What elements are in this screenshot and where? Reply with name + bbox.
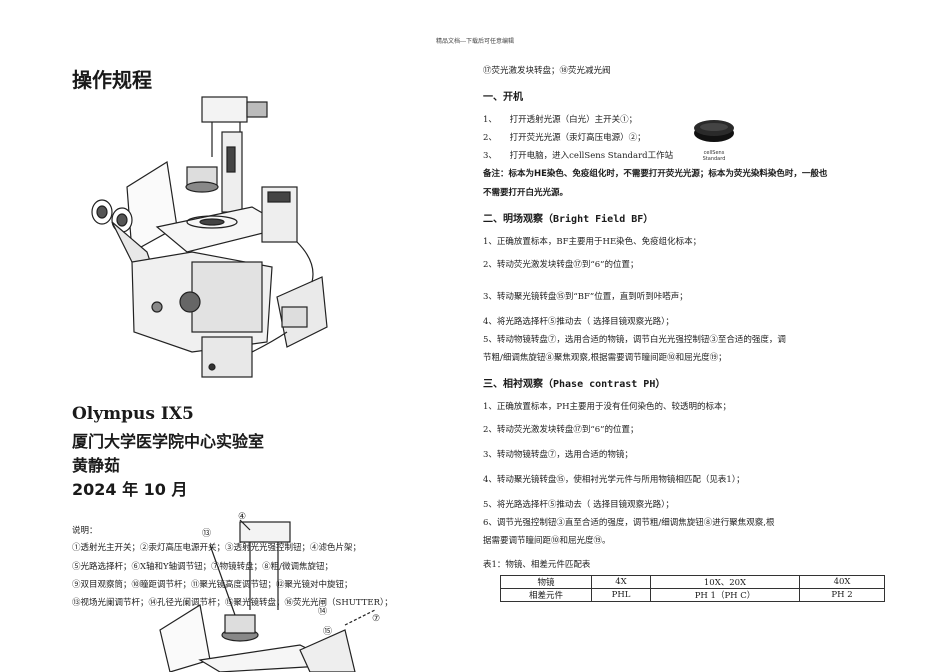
table-row: 相差元件 PHL PH 1（PH C） PH 2 (500, 588, 885, 602)
note-line: 不需要打开白光光源。 (483, 188, 569, 198)
objective-phase-table: 物镜 4X 10X、20X 40X 相差元件 PHL PH 1（PH C） PH… (500, 575, 885, 602)
callout-label: ⑭ (318, 607, 328, 617)
list-item: 4、转动聚光镜转盘⑮，使相衬光学元件与所用物镜相匹配（见表1）； (483, 475, 745, 485)
list-item: 6、调节光强控制钮③直至合适的强度，调节粗/细调焦旋钮⑧进行聚焦观察,根 (483, 518, 775, 528)
section-heading-power-on: 一、开机 (483, 92, 523, 103)
list-item: 5、转动物镜转盘⑦，选用合适的物镜，调节白光光强控制钮③至合适的强度，调 (483, 335, 786, 345)
legend-line: ⑬视场光阑调节杆；⑭孔径光阑调节杆；⑮聚光镜转盘；⑯荧光光闸（SHUTTER）； (72, 598, 393, 608)
legend-heading: 说明： (72, 526, 98, 536)
list-item: 据需要调节瞳间距⑩和屈光度⑲。 (483, 536, 611, 546)
legend-line: ①透射光主开关；②汞灯高压电源开关；③透射光光强控制钮；④滤色片架； (72, 543, 362, 553)
table-caption: 表1：物镜、相差元件匹配表 (483, 560, 591, 570)
list-item: 2、 打开荧光光源（汞灯高压电源）②； (483, 133, 646, 143)
list-item: 1、 打开透射光源（白光）主开关①； (483, 115, 638, 125)
callout-label: ⑬ (202, 529, 212, 539)
model-name: Olympus IX5 (72, 404, 194, 424)
list-item: 节粗/细调焦旋钮⑧聚焦观察,根据需要调节瞳间距⑩和屈光度⑲； (483, 353, 727, 363)
legend-line: ⑨双目观察筒；⑩瞳距调节杆；⑪聚光镜高度调节钮；⑫聚光镜对中旋钮； (72, 580, 353, 590)
right-top-line: ⑰荧光激发块转盘；⑱荧光减光阀 (483, 66, 611, 76)
list-item: 5、将光路选择杆⑤推动去（ 选择目镜观察光路）； (483, 500, 674, 510)
table-cell: 相差元件 (500, 588, 592, 602)
cellsens-app-icon[interactable]: cellSens Standard (692, 116, 736, 164)
author: 黄静茹 (72, 456, 121, 475)
icon-label: cellSens (703, 150, 725, 156)
note-line: 备注：标本为HE染色、免疫组化时，不需要打开荧光光源；标本为荧光染料染色时，一般… (483, 169, 828, 179)
cellsens-disc-icon (694, 120, 734, 142)
icon-label: Standard (702, 156, 726, 162)
microscope-callout-illustration (159, 519, 376, 672)
table-cell: 10X、20X (650, 575, 800, 589)
section-heading-phase-contrast: 三、相衬观察（Phase contrast PH） (483, 379, 666, 390)
list-item: 3、 打开电脑，进入cellSens Standard工作站 (483, 151, 674, 161)
callout-label: ⑦ (372, 614, 381, 624)
table-cell: 物镜 (500, 575, 592, 589)
legend-line: ⑤光路选择杆；⑥X轴和Y轴调节钮；⑦物镜转盘；⑧粗/微调焦旋钮； (72, 562, 334, 572)
header-note: 精品文档---下载后可任意编辑 (435, 38, 515, 45)
microscope-illustration (91, 96, 328, 378)
list-item: 3、转动物镜转盘⑦，选用合适的物镜； (483, 450, 633, 460)
list-item: 3、转动聚光镜转盘⑮到“BF”位置，直到听到咔嗒声； (483, 292, 688, 302)
list-item: 4、将光路选择杆⑤推动去（ 选择目镜观察光路）； (483, 317, 674, 327)
organization: 厦门大学医学院中心实验室 (72, 432, 265, 451)
table-cell: 4X (591, 575, 651, 589)
list-item: 1、正确放置标本，PH主要用于没有任何染色的、较透明的标本； (483, 402, 732, 412)
date: 2024 年 10 月 (72, 480, 188, 499)
list-item: 2、转动荧光激发块转盘⑰到“6”的位置； (483, 425, 639, 435)
table-cell: PHL (591, 588, 651, 602)
list-item: 1、正确放置标本，BF主要用于HE染色、免疫组化标本； (483, 237, 702, 247)
table-cell: PH 2 (799, 588, 885, 602)
table-cell: 40X (799, 575, 885, 589)
table-row: 物镜 4X 10X、20X 40X (500, 575, 885, 589)
table-cell: PH 1（PH C） (650, 588, 800, 602)
callout-label: ⑮ (323, 627, 333, 637)
page-title: 操作规程 (72, 68, 152, 92)
section-heading-brightfield: 二、明场观察（Bright Field BF） (483, 214, 654, 225)
list-item: 2、转动荧光激发块转盘⑰到“6”的位置； (483, 260, 639, 270)
callout-label: ④ (238, 512, 247, 522)
